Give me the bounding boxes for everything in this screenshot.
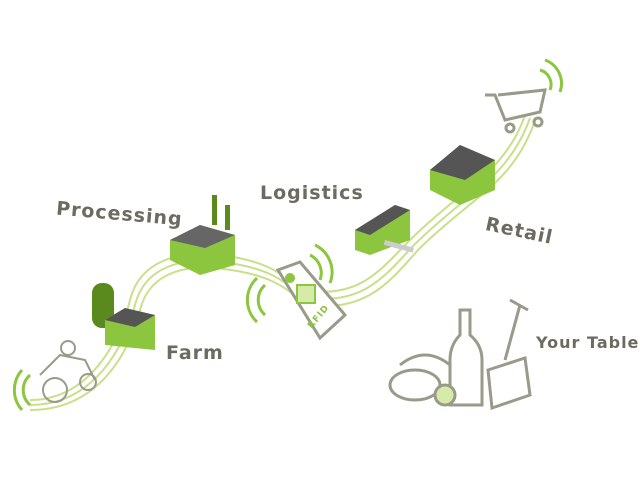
- store-icon: [430, 145, 495, 205]
- shopping-cart-icon: [485, 88, 547, 134]
- label-your-table: Your Table: [536, 333, 640, 352]
- factory-icon: [170, 195, 235, 275]
- farm-icon: [92, 283, 155, 350]
- label-logistics: Logistics: [260, 182, 364, 204]
- wifi-icon: [12, 58, 563, 411]
- tractor-icon: [39, 340, 97, 403]
- food-icon: [388, 298, 532, 411]
- rfid-tag-icon: [275, 260, 348, 341]
- label-farm: Farm: [166, 342, 224, 364]
- truck-icon: [355, 205, 414, 255]
